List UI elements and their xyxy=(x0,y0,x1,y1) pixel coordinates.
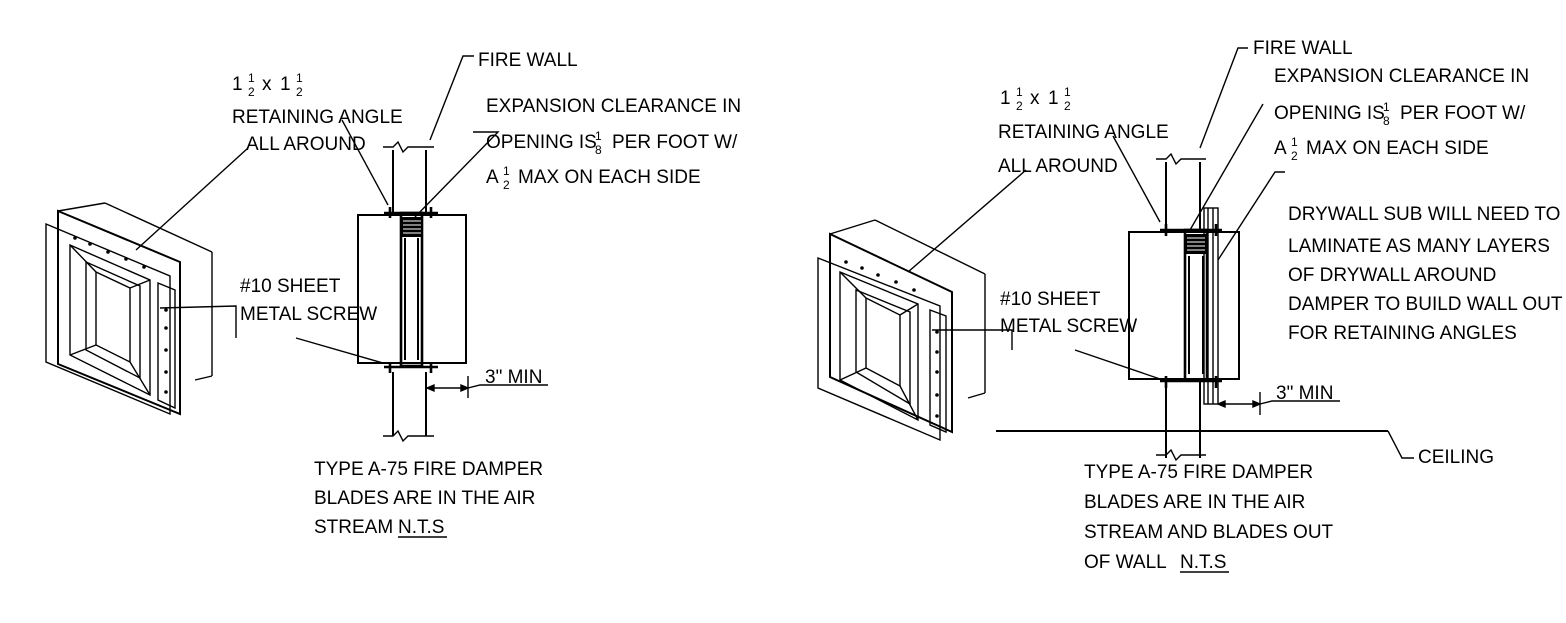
right-angle-size-den-b: 2 xyxy=(1064,99,1071,113)
left-expansion-line1: EXPANSION CLEARANCE IN xyxy=(486,96,741,117)
left-leaders xyxy=(135,55,548,398)
left-caption-line1: TYPE A-75 FIRE DAMPER xyxy=(314,459,543,480)
right-expansion-line2-a: OPENING IS xyxy=(1274,103,1385,124)
right-angle-size-whole-b: 1 xyxy=(1048,88,1059,109)
right-angle-size-num-b: 1 xyxy=(1064,85,1071,99)
right-detail: FIRE WALL EXPANSION CLEARANCE IN OPENING… xyxy=(817,38,1563,573)
left-expansion-line2-a: OPENING IS xyxy=(486,132,597,153)
left-caption-line2: BLADES ARE IN THE AIR xyxy=(314,488,535,509)
right-fire-wall-label: FIRE WALL xyxy=(1253,38,1353,59)
left-expansion-line2-den: 8 xyxy=(595,143,602,157)
right-drywall-line3: OF DRYWALL AROUND xyxy=(1288,265,1496,286)
right-expansion-line2-num: 1 xyxy=(1383,100,1390,114)
left-expansion-line2-num: 1 xyxy=(595,129,602,143)
right-wall-section xyxy=(996,152,1388,462)
right-screw-line1: #10 SHEET xyxy=(1000,289,1101,310)
left-wall-section xyxy=(357,140,467,443)
left-caption-line3a: STREAM xyxy=(314,517,393,538)
right-retaining-angle-line1: RETAINING ANGLE xyxy=(998,122,1169,143)
right-expansion-line3-a: A xyxy=(1274,138,1287,159)
right-expansion-line2: OPENING IS 1 8 PER FOOT W/ xyxy=(1274,100,1526,128)
left-angle-size-num-a: 1 xyxy=(248,71,255,85)
right-caption-line1: TYPE A-75 FIRE DAMPER xyxy=(1084,462,1313,483)
right-drywall-line2: LAMINATE AS MANY LAYERS xyxy=(1288,236,1550,257)
left-caption-nts: N.T.S xyxy=(398,517,444,538)
left-angle-size-label: 1 1 2 x 1 1 2 xyxy=(232,71,303,99)
right-damper-isometric xyxy=(817,219,986,442)
right-expansion-line3-den: 2 xyxy=(1291,149,1298,163)
left-retaining-angle-line2: ALL AROUND xyxy=(246,134,366,155)
right-expansion-line2-b: PER FOOT W/ xyxy=(1400,103,1526,124)
right-angle-size-den-a: 2 xyxy=(1016,99,1023,113)
right-angle-size-whole-a: 1 xyxy=(1000,88,1011,109)
left-angle-size-num-b: 1 xyxy=(296,71,303,85)
right-min-clearance: 3" MIN xyxy=(1276,383,1333,404)
left-expansion-line3: A 1 2 MAX ON EACH SIDE xyxy=(486,164,701,192)
left-angle-size-den-b: 2 xyxy=(296,85,303,99)
left-screw-line1: #10 SHEET xyxy=(240,276,341,297)
left-angle-size-whole-a: 1 xyxy=(232,74,243,95)
left-expansion-line3-b: MAX ON EACH SIDE xyxy=(518,167,701,188)
right-angle-size-num-a: 1 xyxy=(1016,85,1023,99)
left-detail: FIRE WALL 1 1 2 x 1 1 2 RETAINING ANGLE … xyxy=(45,50,741,538)
left-damper-isometric xyxy=(45,202,213,416)
right-expansion-line3-b: MAX ON EACH SIDE xyxy=(1306,138,1489,159)
right-expansion-line2-den: 8 xyxy=(1383,114,1390,128)
right-retaining-angle-line2: ALL AROUND xyxy=(998,156,1118,177)
right-angle-size-label: 1 1 2 x 1 1 2 xyxy=(1000,85,1071,113)
right-drywall-line1: DRYWALL SUB WILL NEED TO xyxy=(1288,204,1560,225)
right-leaders xyxy=(907,47,1414,459)
right-caption-line4a: OF WALL xyxy=(1084,552,1167,573)
left-expansion-line3-a: A xyxy=(486,167,499,188)
left-expansion-line3-den: 2 xyxy=(503,178,510,192)
left-screw-line2: METAL SCREW xyxy=(240,304,377,325)
right-drywall-line5: FOR RETAINING ANGLES xyxy=(1288,323,1517,344)
right-drywall-line4: DAMPER TO BUILD WALL OUT xyxy=(1288,294,1563,315)
left-fire-wall-label: FIRE WALL xyxy=(478,50,578,71)
right-caption-line2: BLADES ARE IN THE AIR xyxy=(1084,492,1305,513)
left-angle-size-whole-b: 1 xyxy=(280,74,291,95)
left-angle-size-x: x xyxy=(262,74,272,95)
left-expansion-line2-b: PER FOOT W/ xyxy=(612,132,738,153)
right-caption-nts: N.T.S xyxy=(1180,552,1226,573)
right-expansion-line3-num: 1 xyxy=(1291,135,1298,149)
right-angle-size-x: x xyxy=(1030,88,1040,109)
left-retaining-angle-line1: RETAINING ANGLE xyxy=(232,107,403,128)
left-expansion-line3-num: 1 xyxy=(503,164,510,178)
right-caption-line3: STREAM AND BLADES OUT xyxy=(1084,522,1334,543)
right-screw-line2: METAL SCREW xyxy=(1000,316,1137,337)
left-min-clearance: 3" MIN xyxy=(485,367,542,388)
right-expansion-line1: EXPANSION CLEARANCE IN xyxy=(1274,66,1529,87)
right-expansion-line3: A 1 2 MAX ON EACH SIDE xyxy=(1274,135,1489,163)
right-ceiling-label: CEILING xyxy=(1418,447,1494,468)
left-angle-size-den-a: 2 xyxy=(248,85,255,99)
left-expansion-line2: OPENING IS 1 8 PER FOOT W/ xyxy=(486,129,738,157)
